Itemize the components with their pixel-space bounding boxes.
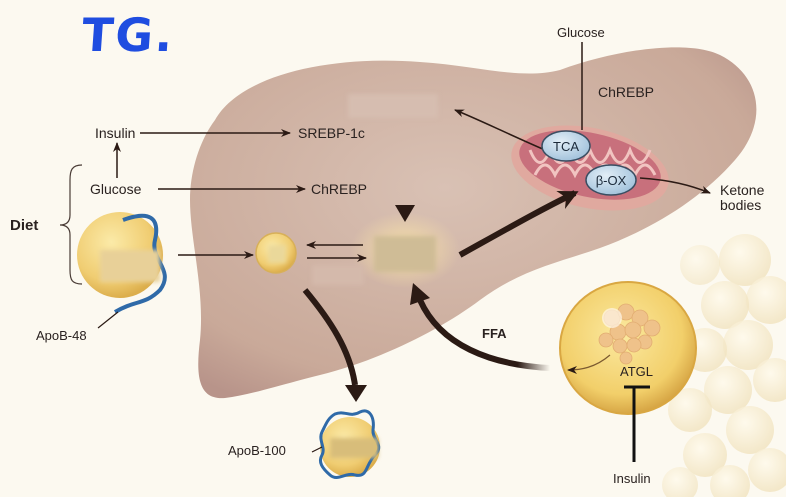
adipose-tissue (662, 234, 786, 497)
chrebp-label-left: ChREBP (311, 181, 368, 197)
glucose-label-left: Glucose (90, 181, 142, 197)
insulin-label-bottom: Insulin (613, 471, 651, 486)
arrow-ffa-to-tg (417, 298, 551, 371)
arrow-tca-to-dnl (454, 109, 546, 151)
beta-ox-oval: β-OX (585, 164, 637, 196)
srebp-label: SREBP-1c (298, 125, 365, 141)
lipid-droplet-label (268, 245, 286, 263)
handwritten-annotation: TG. (80, 8, 177, 62)
arrow-droplet-to-vldl (302, 288, 358, 386)
dnl-label (348, 94, 438, 118)
diet-brace (59, 164, 83, 285)
arrow-tg-to-mito (458, 190, 579, 258)
adipocyte (559, 281, 697, 415)
chrebp-label-top: ChREBP (598, 84, 655, 100)
ffa-label: FFA (482, 326, 507, 341)
ketone-bodies-label: Ketone bodies (720, 182, 765, 214)
tca-oval: TCA (541, 130, 591, 162)
diet-label: Diet (10, 217, 39, 234)
beta-ox-label: β-OX (596, 173, 627, 188)
hydrolysis-label (312, 265, 364, 285)
atgl-label: ATGL (620, 364, 653, 379)
glucose-label-top: Glucose (557, 25, 605, 40)
apob100-label: ApoB-100 (228, 443, 286, 458)
chylomicron-label (100, 250, 160, 282)
arrow-box-to-ketone (639, 177, 711, 194)
insulin-label-left: Insulin (95, 125, 136, 141)
apob48-label: ApoB-48 (36, 328, 87, 343)
arrow-lipolysis (567, 354, 611, 374)
tg-label (374, 236, 436, 272)
tca-label: TCA (553, 139, 579, 154)
vldl-label (330, 438, 378, 458)
